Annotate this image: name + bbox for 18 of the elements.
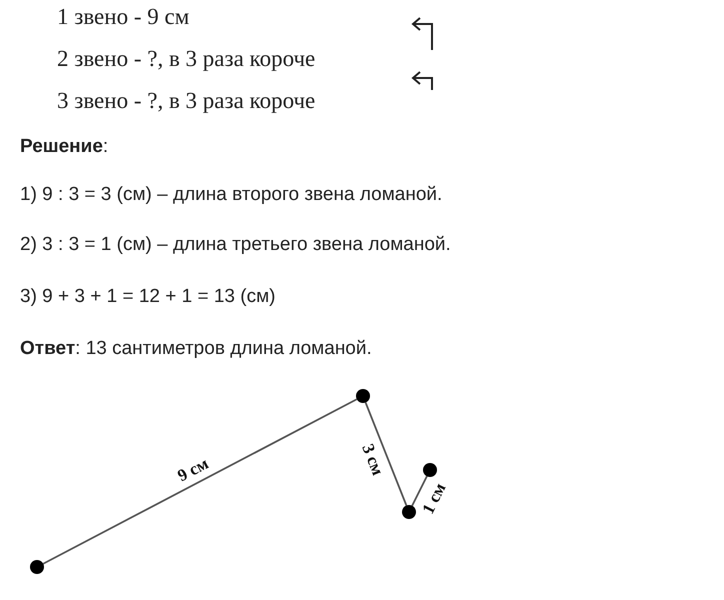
condition-text: 1 звено - 9 см — [57, 4, 190, 30]
point-dot — [30, 560, 44, 574]
point-dot — [356, 389, 370, 403]
condition-text: 3 звено - ?, в 3 раза короче — [57, 88, 316, 114]
section-heading: Решение: — [20, 136, 108, 158]
edge-label: 3 см — [359, 441, 387, 478]
polyline-segment — [364, 402, 408, 506]
edge-label: 1 см — [419, 480, 448, 516]
point-dot — [402, 505, 416, 519]
answer-text: Ответ: 13 сантиметров длина ломаной. — [20, 338, 372, 360]
polyline-segment — [42, 398, 358, 565]
solution-step: 2) 3 : 3 = 1 (см) – длина третьего звена ломаной. — [20, 234, 451, 256]
solution-step: 1) 9 : 3 = 3 (см) – длина второго звена ломаной. — [20, 184, 442, 206]
polyline-segment — [411, 476, 428, 506]
point-dot — [423, 463, 437, 477]
edge-label: 9 см — [175, 454, 212, 484]
condition-text: 2 звено - ?, в 3 раза короче — [57, 46, 316, 72]
solution-step: 3) 9 + 3 + 1 = 12 + 1 = 13 (см) — [20, 286, 276, 308]
